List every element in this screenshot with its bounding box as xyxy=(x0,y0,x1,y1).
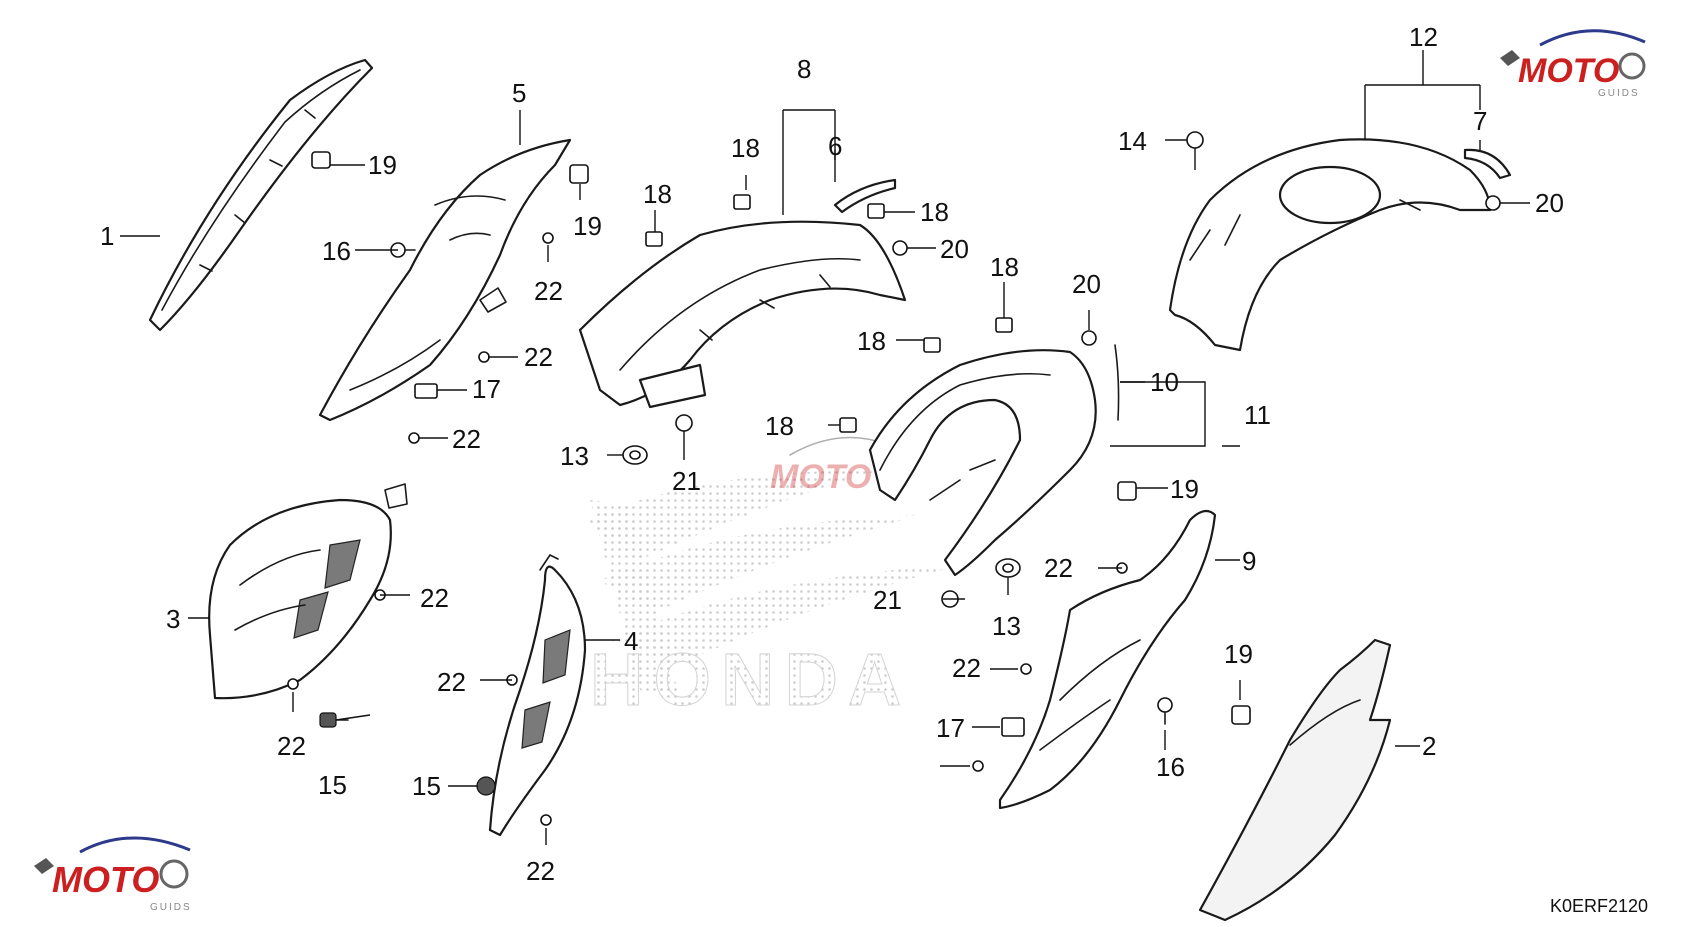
callout-13a: 13 xyxy=(560,441,589,471)
callout-22h: 22 xyxy=(1044,553,1073,583)
callout-13b: 13 xyxy=(992,611,1021,641)
callout-19a: 19 xyxy=(368,150,397,180)
callout-22i: 22 xyxy=(952,653,981,683)
callout-14: 14 xyxy=(1118,126,1147,156)
logo-subbrand-bottom: GUIDS xyxy=(150,902,192,913)
moto-guids-logo-top-right: MOTO GUIDS xyxy=(1500,29,1646,99)
callout-7: 7 xyxy=(1473,106,1487,136)
callout-1: 1 xyxy=(100,221,114,251)
part-1-side-rail xyxy=(148,58,374,332)
part-2-side-shroud xyxy=(1198,638,1392,922)
moto-guids-logo-bottom-left: MOTO GUIDS xyxy=(34,836,192,913)
center-watermark-brand: MOTO xyxy=(770,458,871,496)
callout-17a: 17 xyxy=(472,374,501,404)
part-10-cowl-edge-strip xyxy=(1114,344,1120,421)
callout-15a: 15 xyxy=(318,770,347,800)
logo-subbrand-top: GUIDS xyxy=(1598,88,1640,99)
callout-3: 3 xyxy=(166,604,180,634)
callout-19c: 19 xyxy=(1170,474,1199,504)
callout-22c: 22 xyxy=(452,424,481,454)
logo-brand-top: MOTO xyxy=(1518,52,1619,90)
callout-5: 5 xyxy=(512,78,526,108)
callout-20c: 20 xyxy=(1535,188,1564,218)
hardware-clip-19d xyxy=(1231,705,1251,725)
callout-22e: 22 xyxy=(277,731,306,761)
callout-18e: 18 xyxy=(857,326,886,356)
callout-8: 8 xyxy=(797,54,811,84)
callout-4: 4 xyxy=(624,626,638,656)
hardware-clip-19a xyxy=(311,151,331,169)
leader-lines xyxy=(120,50,1530,845)
hardware-nut-21a xyxy=(675,414,693,432)
part-11-center-cowl xyxy=(868,349,1097,577)
callout-11: 11 xyxy=(1244,400,1271,430)
honda-watermark-text: HONDA xyxy=(590,638,911,721)
callout-16a: 16 xyxy=(322,236,351,266)
logo-brand-bottom: MOTO xyxy=(52,859,159,900)
part-6-trim-strip xyxy=(833,178,897,214)
hardware-screw-20-list xyxy=(892,195,1501,346)
callout-15b: 15 xyxy=(412,771,441,801)
diagram-code: K0ERF2120 xyxy=(1550,896,1648,916)
callout-18f: 18 xyxy=(765,411,794,441)
callout-19d: 19 xyxy=(1224,639,1253,669)
hardware-grommet-13a xyxy=(622,445,648,465)
callout-18b: 18 xyxy=(731,133,760,163)
callout-22a: 22 xyxy=(534,276,563,306)
callout-20b: 20 xyxy=(1072,269,1101,299)
callout-2: 2 xyxy=(1422,731,1436,761)
callout-12: 12 xyxy=(1409,22,1438,52)
hardware-bolt-15a xyxy=(319,712,349,728)
part-7-emblem-strip xyxy=(1463,148,1512,180)
part-4-side-grille-panel xyxy=(488,554,587,837)
callout-6: 6 xyxy=(828,131,842,161)
callout-16b: 16 xyxy=(1156,752,1185,782)
callout-18a: 18 xyxy=(643,179,672,209)
callout-22g: 22 xyxy=(526,856,555,886)
callout-22f: 22 xyxy=(437,667,466,697)
hardware-clip-19c xyxy=(1117,481,1137,501)
honda-wing-watermark: HONDA xyxy=(585,470,960,722)
callout-21b: 21 xyxy=(873,585,902,615)
callout-10: 10 xyxy=(1150,367,1179,397)
hardware-screw-14 xyxy=(1186,131,1204,149)
part-3-lower-grille-cover xyxy=(208,483,408,700)
hardware-screw-16b xyxy=(1157,697,1173,725)
part-5-inner-cover xyxy=(318,138,572,422)
part-8-front-cover xyxy=(578,220,907,409)
callout-21a: 21 xyxy=(672,466,701,496)
callout-22d: 22 xyxy=(420,583,449,613)
callout-20a: 20 xyxy=(940,234,969,264)
callout-9: 9 xyxy=(1242,546,1256,576)
callout-18c: 18 xyxy=(920,197,949,227)
hardware-clip-19b xyxy=(569,164,589,184)
hardware-clip-17b xyxy=(1001,717,1025,737)
callout-17b: 17 xyxy=(936,713,965,743)
hardware-clip-17a xyxy=(414,383,438,399)
callout-labels: 1 2 3 4 5 6 7 8 9 10 11 12 13 13 14 15 1… xyxy=(100,22,1564,886)
callout-19b: 19 xyxy=(573,211,602,241)
callout-18d: 18 xyxy=(990,252,1019,282)
hardware-bolt-15b xyxy=(476,776,496,796)
part-12-tank-cover xyxy=(1168,138,1492,352)
center-moto-watermark: MOTO xyxy=(770,436,911,496)
hardware-grommet-13b xyxy=(995,558,1021,578)
callout-22b: 22 xyxy=(524,342,553,372)
part-9-lower-side-cover xyxy=(998,509,1217,810)
